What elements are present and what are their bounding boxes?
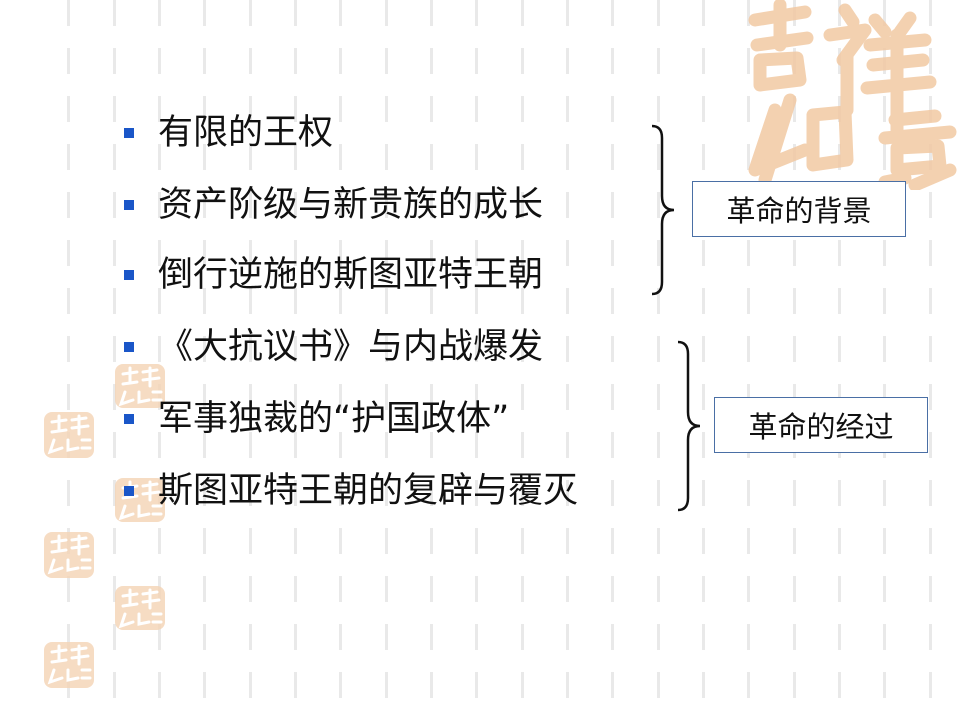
list-item: 军事独裁的“护国政体” <box>124 394 509 444</box>
calligraphy-seal-large <box>748 0 957 190</box>
seal-stamp-icon <box>44 642 94 688</box>
group-label: 革命的经过 <box>748 410 894 444</box>
right-brace-icon <box>651 124 675 296</box>
bullet-square-icon <box>124 128 134 138</box>
list-item: 有限的王权 <box>124 108 333 158</box>
seal-stamp-icon <box>115 364 165 408</box>
seal-stamp-icon <box>44 412 94 458</box>
group-label-process: 革命的经过 <box>714 397 928 453</box>
bullet-text: 有限的王权 <box>158 113 334 153</box>
list-item: 斯图亚特王朝的复辟与覆灭 <box>124 466 578 516</box>
group-label-background: 革命的背景 <box>692 181 906 237</box>
bullet-text: 资产阶级与新贵族的成长 <box>158 185 544 225</box>
bullet-text: 《大抗议书》与内战爆发 <box>158 327 544 367</box>
list-item: 倒行逆施的斯图亚特王朝 <box>124 250 543 300</box>
bullet-square-icon <box>124 270 134 280</box>
seal-stamp-icon <box>44 532 94 578</box>
bullet-text: 军事独裁的“护国政体” <box>158 399 510 439</box>
group-label: 革命的背景 <box>726 194 872 228</box>
bullet-text: 斯图亚特王朝的复辟与覆灭 <box>158 471 579 511</box>
seal-stamp-icon <box>115 586 165 630</box>
bullet-square-icon <box>124 414 134 424</box>
list-item: 资产阶级与新贵族的成长 <box>124 180 543 230</box>
bullet-square-icon <box>124 486 134 496</box>
bullet-square-icon <box>124 342 134 352</box>
right-brace-icon <box>677 340 701 512</box>
list-item: 《大抗议书》与内战爆发 <box>124 322 543 372</box>
bullet-square-icon <box>124 200 134 210</box>
bullet-text: 倒行逆施的斯图亚特王朝 <box>158 255 544 295</box>
